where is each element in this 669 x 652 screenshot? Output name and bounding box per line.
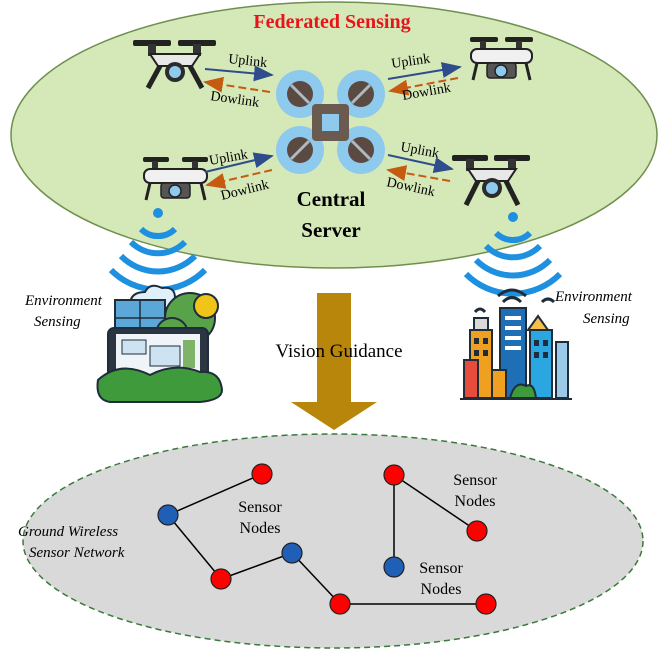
ground-network-label-line2: Sensor Network: [29, 545, 125, 561]
drone-icon-top-left: [133, 40, 216, 90]
central-server-label-line1: Central: [297, 187, 366, 211]
sensor-node-blue: [157, 504, 179, 526]
sensor-network-links: [167, 473, 486, 605]
environment-sensing-left-line2: Sensing: [34, 314, 81, 330]
sensor-node-red: [475, 593, 497, 615]
environment-sensing-right-line1: Environment: [554, 289, 633, 305]
sensor-node-blue: [383, 556, 405, 578]
federated-sensing-title: Federated Sensing: [253, 11, 410, 33]
sensor-nodes-label-1-line1: Sensor: [238, 499, 282, 516]
wifi-signal-icon-right: [463, 212, 563, 297]
sensor-nodes-label-2-line1: Sensor: [453, 472, 497, 489]
ground-sensor-network-region: [22, 433, 644, 649]
environment-city-park-icon: [96, 284, 224, 403]
drone-icon-top-right: [470, 37, 533, 81]
environment-sensing-left-line1: Environment: [24, 293, 103, 309]
vision-guidance-label: Vision Guidance: [275, 341, 402, 362]
sensor-node-red: [329, 593, 351, 615]
link-top-right: [387, 62, 462, 96]
sensor-node-red: [466, 520, 488, 542]
central-server-label-line2: Server: [301, 218, 360, 242]
ground-network-label-line1: Ground Wireless: [18, 524, 118, 540]
central-server-icon: [276, 70, 385, 174]
uplink-label-bottom-right: Uplink: [399, 140, 440, 162]
sensor-nodes-label-3-line1: Sensor: [419, 560, 463, 577]
vision-guidance-arrow: [291, 293, 377, 430]
drone-icon-bottom-left: [143, 157, 208, 201]
uplink-label-top-right: Uplink: [390, 52, 431, 72]
sensor-nodes: [157, 463, 497, 615]
smart-city-icon: [460, 288, 572, 400]
link-bottom-right: [386, 154, 454, 182]
drone-icon-bottom-right: [452, 155, 530, 207]
sensor-node-red: [383, 464, 405, 486]
sensor-node-red: [251, 463, 273, 485]
sensor-nodes-label-1-line2: Nodes: [240, 520, 281, 537]
sensor-nodes-label-3-line2: Nodes: [421, 581, 462, 598]
link-bottom-left: [204, 152, 274, 189]
sensor-nodes-label-2-line2: Nodes: [455, 493, 496, 510]
link-top-left: [203, 65, 274, 93]
uplink-label-bottom-left: Uplink: [208, 147, 249, 169]
sensor-node-blue: [281, 542, 303, 564]
downlink-label-top-left: Dowlink: [209, 89, 260, 111]
uplink-label-top-left: Uplink: [228, 52, 268, 71]
environment-sensing-right-line2: Sensing: [583, 311, 630, 327]
sensor-node-red: [210, 568, 232, 590]
